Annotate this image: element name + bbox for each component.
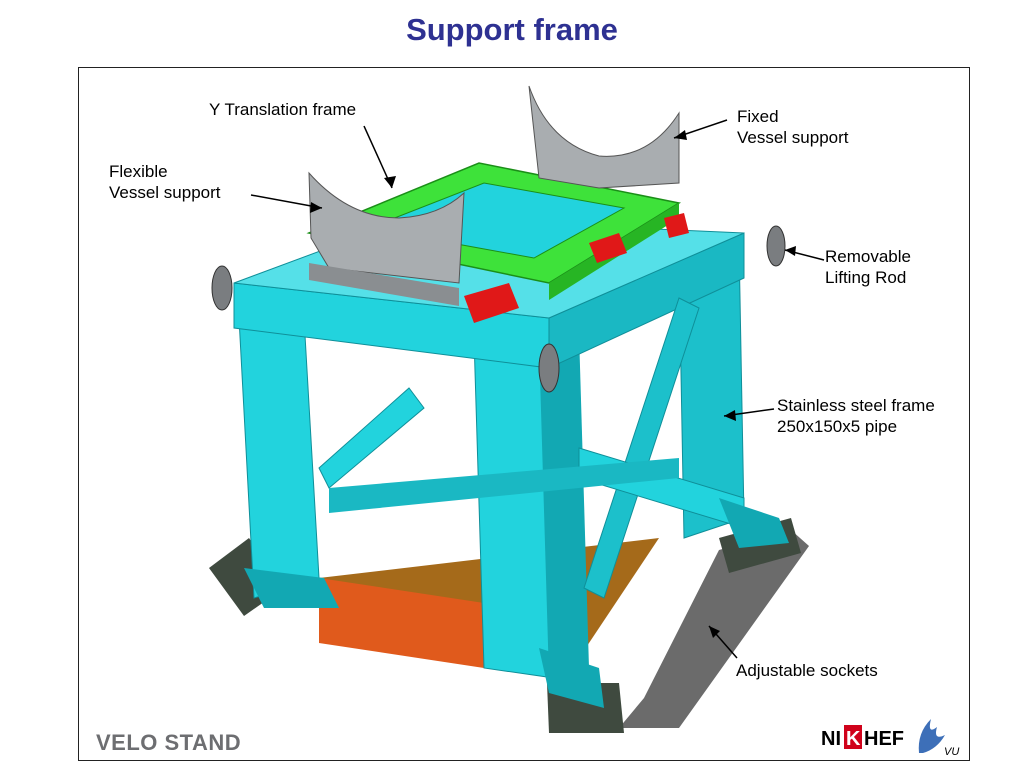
flexible-support-rail bbox=[309, 263, 459, 306]
nikhef-logo-ni: NI bbox=[821, 728, 841, 750]
callout-flexible-line1: Flexible bbox=[109, 162, 168, 181]
frame-foot-left bbox=[244, 568, 339, 608]
motor-front bbox=[464, 283, 519, 323]
callout-fixed-line2: Vessel support bbox=[737, 128, 849, 147]
callout-fixed-vessel-support: Fixed Vessel support bbox=[737, 106, 849, 148]
callout-stainless-line1: Stainless steel frame bbox=[777, 396, 935, 415]
flexible-vessel-support bbox=[308, 171, 465, 284]
callout-lifting-line1: Removable bbox=[825, 247, 911, 266]
frame-brace-rear bbox=[329, 458, 679, 513]
callout-removable-lifting-rod: Removable Lifting Rod bbox=[825, 246, 911, 288]
frame-leg-right-front bbox=[539, 333, 589, 678]
velo-stand-label: VELO STAND bbox=[96, 730, 242, 755]
frame-foot-front bbox=[539, 648, 604, 708]
motor-right bbox=[664, 213, 689, 238]
vu-logo-text: VU bbox=[944, 746, 959, 758]
vu-griffin-icon bbox=[918, 719, 945, 753]
callout-y-translation-frame: Y Translation frame bbox=[209, 100, 357, 119]
callout-fixed-line1: Fixed bbox=[737, 107, 779, 126]
frame-brace-right-1 bbox=[583, 297, 700, 599]
callout-flexible-line2: Vessel support bbox=[109, 183, 221, 202]
leader-flexible-support bbox=[250, 194, 323, 209]
callout-stainless-steel-frame: Stainless steel frame 250x150x5 pipe bbox=[777, 395, 935, 437]
fixed-vessel-support bbox=[528, 85, 680, 189]
lifting-rod-disc-right bbox=[766, 225, 786, 267]
nikhef-vu-logo: NI K HEF VU bbox=[821, 719, 959, 758]
callout-lifting-line2: Lifting Rod bbox=[825, 268, 907, 287]
lifting-rod-disc-left bbox=[211, 265, 233, 311]
slide-title: Support frame bbox=[406, 12, 618, 47]
callout-stainless-line2: 250x150x5 pipe bbox=[777, 417, 898, 436]
frame-brace-left bbox=[318, 387, 425, 489]
nikhef-logo-k: K bbox=[846, 728, 861, 750]
nikhef-logo-hef: HEF bbox=[864, 728, 904, 750]
callout-adjustable-sockets: Adjustable sockets bbox=[736, 661, 878, 680]
lifting-rod-disc-front bbox=[538, 343, 560, 393]
institution-logos: NI K HEF VU bbox=[819, 713, 967, 759]
figure-panel: Y Translation frame Fixed Vessel support… bbox=[78, 67, 970, 761]
support-frame-illustration bbox=[209, 85, 825, 733]
floor-plate-edge bbox=[319, 578, 484, 668]
callout-flexible-vessel-support: Flexible Vessel support bbox=[109, 161, 221, 203]
frame-foot-right bbox=[719, 498, 789, 548]
motor-rear bbox=[589, 233, 627, 263]
